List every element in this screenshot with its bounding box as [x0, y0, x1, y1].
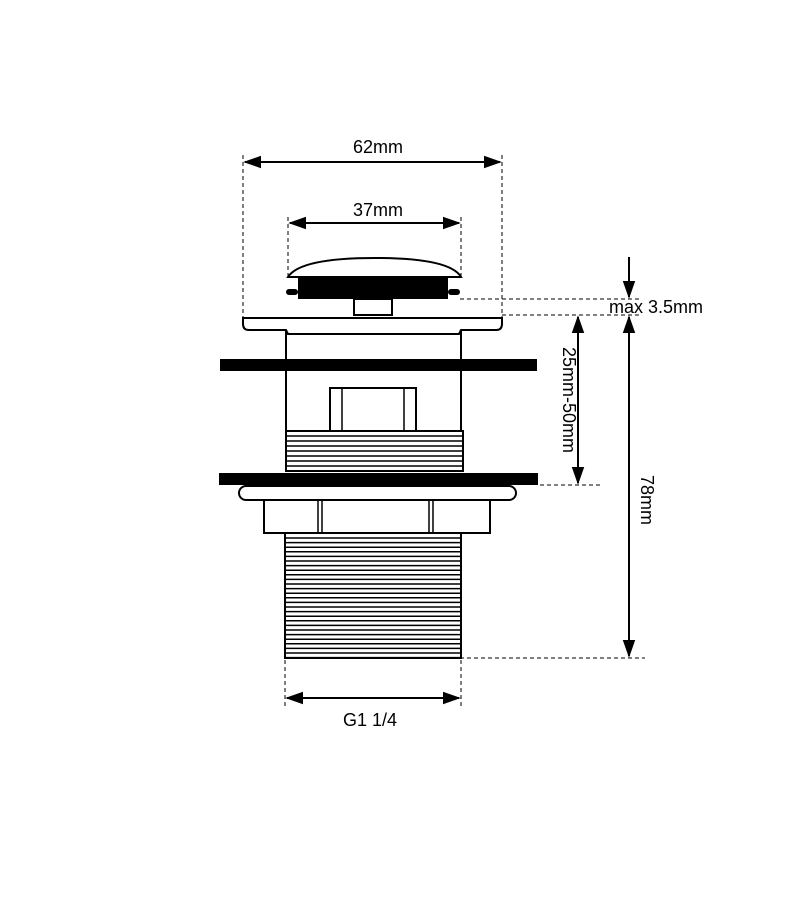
label-cap-outer-width: 62mm [353, 137, 403, 157]
top-flange [242, 317, 503, 335]
pop-up-cap [286, 256, 463, 316]
backnut [263, 499, 491, 534]
label-thread-size: G1 1/4 [343, 710, 397, 730]
label-cap-inner-width: 37mm [353, 200, 403, 220]
basin-surface-bottom [219, 473, 538, 485]
spindle-guide [329, 387, 417, 436]
basin-surface-top [220, 359, 537, 371]
lower-thread [284, 532, 462, 659]
upper-thread [285, 430, 464, 472]
extension-lines [242, 155, 645, 706]
label-lift-height: max 3.5mm [609, 297, 703, 317]
label-total-height: 78mm [637, 475, 657, 525]
washer [238, 485, 517, 501]
label-basin-thickness: 25mm-50mm [559, 347, 579, 453]
